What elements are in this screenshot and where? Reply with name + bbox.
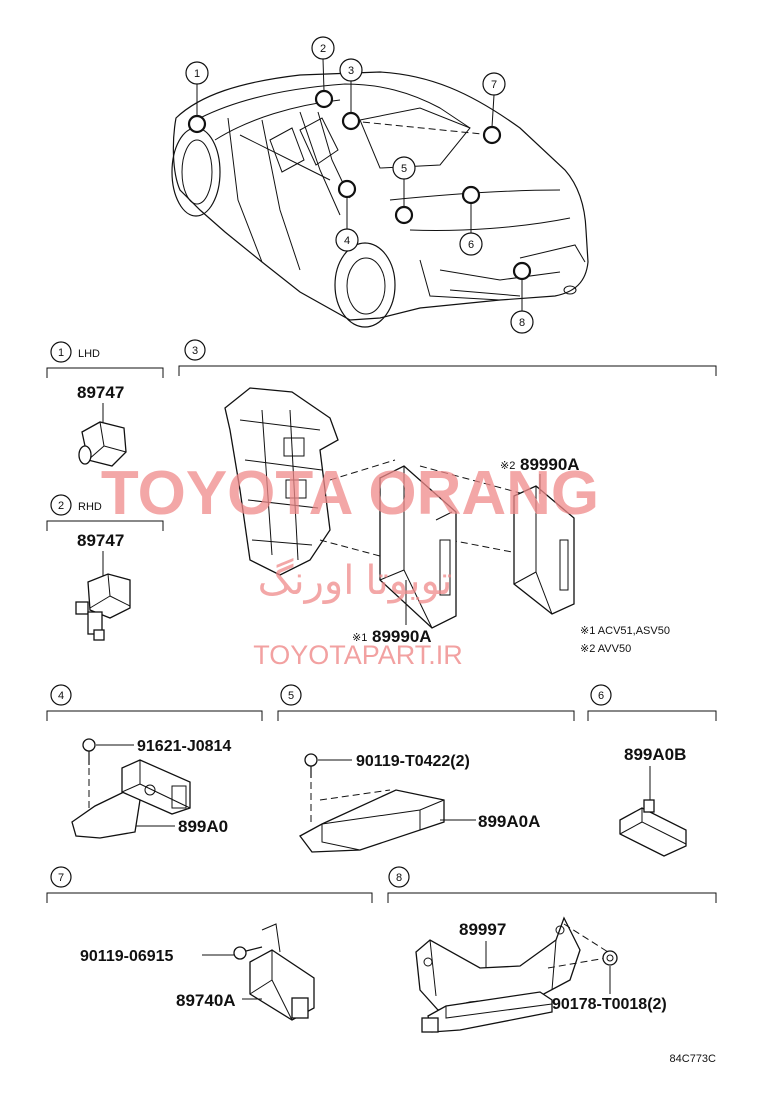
car-illustration: [171, 71, 589, 328]
section-4: 4 91621-J0814 899A0: [46, 684, 263, 839]
location-marker-5: [394, 205, 414, 225]
svg-text:3: 3: [192, 345, 198, 357]
part-number-89747-lhd: 89747: [77, 383, 124, 402]
svg-text:4: 4: [58, 690, 64, 702]
callout-6: 6: [459, 232, 483, 256]
part-number-89747-rhd: 89747: [77, 531, 124, 550]
note-2: ※2 AVV50: [580, 643, 631, 655]
part-number-899a0: 899A0: [178, 817, 228, 836]
part-number-91621-j0814: 91621-J0814: [137, 738, 231, 755]
sensor-89747-rhd: [75, 573, 131, 641]
watermark-url: TOYOTAPART.IR: [253, 640, 463, 670]
sensor-899a0b: [619, 799, 687, 857]
svg-text:1: 1: [58, 347, 64, 359]
svg-text:RHD: RHD: [78, 501, 102, 513]
svg-text:7: 7: [58, 872, 64, 884]
module-899a0: [71, 759, 191, 839]
part-number-899a0b: 899A0B: [624, 745, 686, 764]
callout-3: 3: [339, 58, 363, 82]
bolt-90119-06915: [233, 946, 263, 960]
svg-text:8: 8: [396, 872, 402, 884]
svg-text:6: 6: [468, 239, 474, 251]
part-number-89997: 89997: [459, 920, 506, 939]
ecu-89990a-2: [513, 485, 575, 615]
module-899a0a: [299, 789, 445, 853]
part-number-89740a: 89740A: [176, 991, 236, 1010]
svg-text:6: 6: [598, 690, 604, 702]
location-markers: [187, 89, 532, 281]
sensor-89747-lhd: [78, 421, 127, 467]
section-1: 1 LHD 89747: [46, 341, 164, 467]
part-number-90178-t0018: 90178-T0018(2): [552, 996, 667, 1013]
svg-text:※2: ※2: [500, 460, 515, 472]
watermark: TOYOTA ORANG تویوتا اورنگ TOYOTAPART.IR: [101, 459, 599, 670]
svg-text:4: 4: [344, 235, 350, 247]
bracket-assembly: [224, 387, 339, 576]
callout-leaders: [196, 58, 523, 311]
callout-8: 8: [510, 310, 534, 334]
svg-text:3: 3: [348, 65, 354, 77]
ecu-89990a-1: [379, 465, 457, 629]
svg-text:LHD: LHD: [78, 348, 100, 360]
svg-text:7: 7: [491, 79, 497, 91]
section-7: 7 90119-06915 89740A: [46, 866, 373, 1021]
svg-text:8: 8: [519, 317, 525, 329]
watermark-brand: TOYOTA ORANG: [101, 459, 599, 528]
bolt-90119-t0422: [304, 753, 318, 778]
nut-90178-t0018: [602, 950, 618, 966]
location-marker-7: [482, 125, 502, 145]
section-2: 2 RHD 89747: [46, 494, 164, 641]
location-marker-6: [461, 185, 481, 205]
section-5: 5 90119-T0422(2) 899A0A: [277, 684, 575, 853]
watermark-persian: تویوتا اورنگ: [258, 558, 453, 604]
part-number-90119-06915: 90119-06915: [80, 948, 174, 965]
location-marker-3: [341, 111, 361, 131]
part-number-899a0a: 899A0A: [478, 812, 540, 831]
callout-5: 5: [392, 156, 416, 180]
svg-text:5: 5: [401, 163, 407, 175]
module-89740a: [249, 923, 315, 1021]
part-number-89990a-1: 89990A: [372, 627, 432, 646]
part-number-89990a-2: 89990A: [520, 455, 580, 474]
callouts: 1 2 3 4 5 6 7 8: [185, 36, 534, 334]
figure-code: 84C773C: [670, 1053, 717, 1065]
section-6: 6 899A0B: [587, 684, 717, 857]
location-marker-2: [314, 89, 334, 109]
note-1: ※1 ACV51,ASV50: [580, 625, 670, 637]
svg-text:2: 2: [58, 500, 64, 512]
section-3: 3 ※1 89990A: [178, 339, 717, 655]
location-marker-1: [187, 114, 207, 134]
part-number-90119-t0422: 90119-T0422(2): [356, 753, 470, 770]
location-marker-4: [337, 179, 357, 199]
svg-text:1: 1: [194, 68, 200, 80]
svg-text:2: 2: [320, 43, 326, 55]
svg-text:5: 5: [288, 690, 294, 702]
module-89997: [421, 991, 553, 1033]
callout-4: 4: [335, 228, 359, 252]
callout-2: 2: [311, 36, 335, 60]
callout-1: 1: [185, 61, 209, 85]
callout-7: 7: [482, 72, 506, 96]
location-marker-8: [512, 261, 532, 281]
svg-text:※1: ※1: [352, 632, 367, 644]
section-8: 8 89997 90178-T0018(2): [387, 866, 717, 1033]
bolt-91621-j0814: [82, 738, 96, 765]
